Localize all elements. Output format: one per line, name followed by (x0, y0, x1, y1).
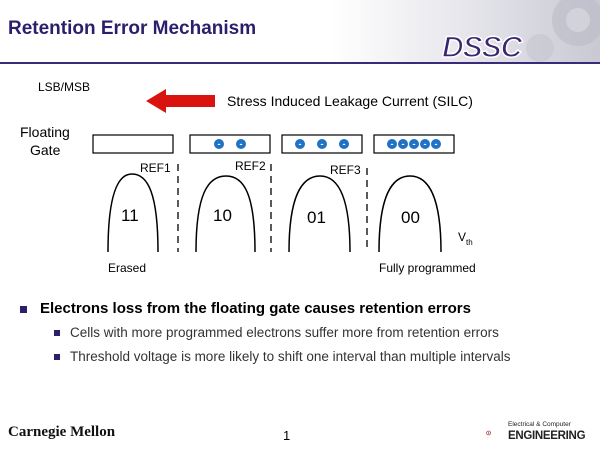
slide-header (0, 0, 600, 62)
electron-symbol: - (391, 139, 394, 149)
dssc-logo: DSSC (441, 30, 525, 60)
floating-gate-box (92, 134, 174, 154)
dssc-logo-text: DSSC (442, 31, 524, 60)
electron-icon (317, 139, 327, 149)
bullet-sub-2: Threshold voltage is more likely to shif… (18, 349, 588, 364)
electron-symbol: - (402, 139, 405, 149)
bullet-list: Electrons loss from the floating gate ca… (18, 300, 588, 373)
electron-icon (387, 139, 397, 149)
silc-arrow-icon (146, 89, 215, 113)
electron-icon (420, 139, 430, 149)
distribution-00 (378, 175, 442, 253)
gear-decoration-icon (526, 0, 600, 62)
electron-symbol: - (321, 139, 324, 149)
electron-icon (398, 139, 408, 149)
electron-icon (236, 139, 246, 149)
bullet-main: Electrons loss from the floating gate ca… (18, 300, 588, 317)
electron-symbol: - (343, 139, 346, 149)
electron-symbol: - (413, 139, 416, 149)
bullet-sub-1: Cells with more programmed electrons suf… (18, 325, 588, 340)
state-01-label: 01 (307, 208, 326, 227)
ece-dept-line2: ENGINEERING (508, 430, 586, 442)
electron-icon (295, 139, 305, 149)
vth-axis-label: Vth (458, 230, 473, 247)
slide-title: Retention Error Mechanism (8, 18, 257, 39)
electron-symbol: - (435, 139, 438, 149)
electron-symbol: - (299, 139, 302, 149)
lsb-msb-label: LSB/MSB (38, 80, 90, 94)
floating-gate-label-line1: Floating (20, 124, 70, 140)
electron-symbol: - (240, 139, 243, 149)
electron-symbol: - (218, 139, 221, 149)
ece-dept-line1: Electrical & Computer (508, 421, 571, 428)
electron-icon (339, 139, 349, 149)
ref3-label: REF3 (330, 163, 361, 177)
floating-gate-label-line2: Gate (30, 142, 61, 158)
ece-logo-icon (486, 430, 491, 436)
ref1-label: REF1 (140, 161, 171, 175)
floating-gate-box (189, 134, 271, 154)
erased-label: Erased (108, 261, 146, 275)
state-00-label: 00 (401, 208, 420, 227)
electron-icon (214, 139, 224, 149)
carnegie-mellon-logo: Carnegie Mellon (8, 424, 116, 440)
floating-gates: ---------- (92, 134, 455, 154)
state-10-label: 10 (213, 206, 232, 225)
title-divider (0, 62, 600, 64)
distribution-10 (195, 175, 256, 253)
fully-programmed-label: Fully programmed (379, 261, 476, 275)
distribution-01 (288, 175, 351, 253)
retention-diagram: LSB/MSB Stress Induced Leakage Current (… (20, 80, 476, 275)
electron-symbol: - (424, 139, 427, 149)
state-11-label: 11 (121, 206, 139, 225)
electron-icon (431, 139, 441, 149)
silc-label: Stress Induced Leakage Current (SILC) (227, 93, 473, 109)
ref2-label: REF2 (235, 159, 266, 173)
page-number: 1 (283, 428, 291, 443)
distribution-11 (107, 173, 159, 253)
electron-icon (409, 139, 419, 149)
